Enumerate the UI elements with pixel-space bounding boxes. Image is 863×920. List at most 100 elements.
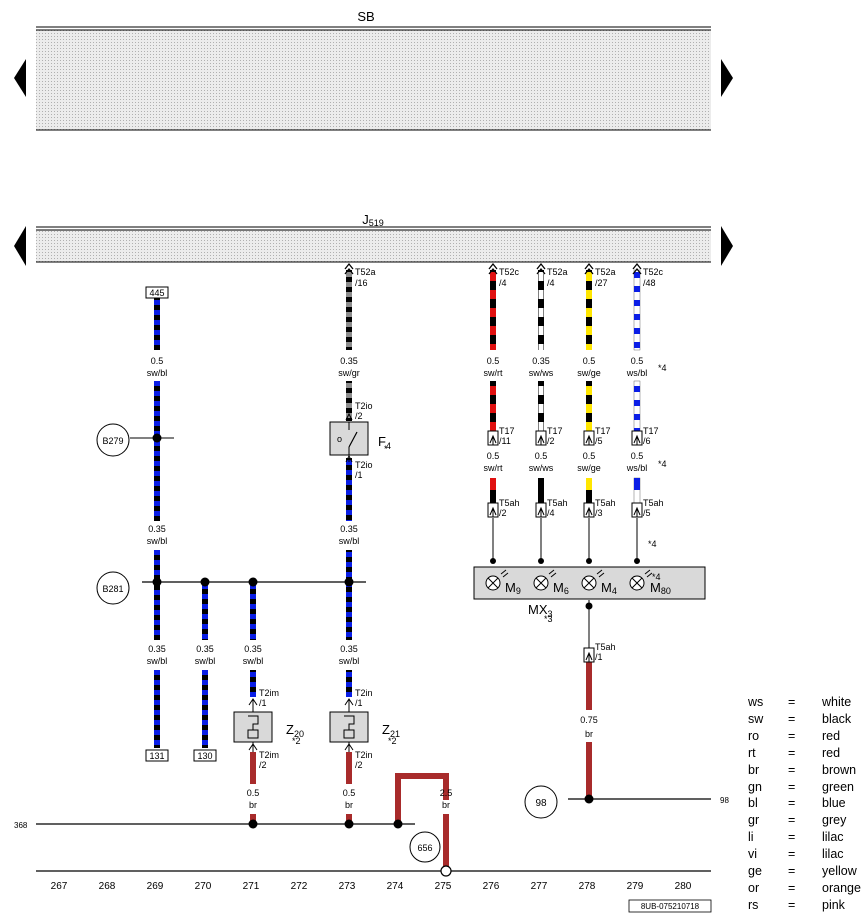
tick-label: 271 xyxy=(243,881,260,892)
legend-color-name: lilac xyxy=(822,830,844,845)
svg-text:*3: *3 xyxy=(544,614,553,624)
heater-z21 xyxy=(329,698,369,752)
sb-left-arrow xyxy=(14,59,26,97)
legend-color-name: green xyxy=(822,779,854,794)
svg-text:98: 98 xyxy=(535,798,547,809)
svg-text:*2: *2 xyxy=(292,736,301,746)
pin-t2in1: T2in/1 xyxy=(355,688,373,708)
label-mx3: MX3 xyxy=(528,602,553,619)
legend-abbr: rt xyxy=(748,745,756,760)
tick-label: 270 xyxy=(195,881,212,892)
ground-point-275 xyxy=(440,865,452,877)
wire-269-mid xyxy=(154,381,160,521)
legend-equals: = xyxy=(788,695,796,709)
legend-color-name: brown xyxy=(822,762,857,777)
legend-equals: = xyxy=(788,728,796,743)
legend-row: ge=yellow xyxy=(748,863,861,880)
legend-abbr: ge xyxy=(748,864,762,879)
legend-row: or=orange xyxy=(748,880,861,897)
pin-t5ah5: T5ah/5 xyxy=(643,498,664,518)
ground-656: 656 xyxy=(409,831,441,863)
legend-abbr: gr xyxy=(748,813,760,828)
label-f4: F4 xyxy=(378,434,391,451)
wire-271 xyxy=(250,582,256,824)
svg-text:*4: *4 xyxy=(658,459,667,469)
tick-label: 275 xyxy=(435,881,452,892)
lamp-m6-icon xyxy=(533,569,557,591)
pin-t2im1: T2im/1 xyxy=(259,688,279,708)
legend-abbr: ws xyxy=(748,695,764,709)
svg-text:B281: B281 xyxy=(102,584,123,594)
pin-labels: T52a/16 T52c/4 T52a/4 T52a/27 T52c/48 T2… xyxy=(259,267,664,770)
label-z21: Z21 xyxy=(382,722,400,739)
legend-abbr: gn xyxy=(748,779,762,794)
j519-pin-arrows xyxy=(344,262,642,275)
legend-equals: = xyxy=(788,847,796,862)
lamp-m4-icon xyxy=(581,569,605,591)
sb-right-arrow xyxy=(721,59,733,97)
legend-equals: = xyxy=(788,813,796,828)
tick-label: 279 xyxy=(627,881,644,892)
legend-abbr: bl xyxy=(748,796,758,811)
pin-t17-2: T17/2 xyxy=(547,426,563,446)
tick-label: 272 xyxy=(291,881,308,892)
wire-277 xyxy=(538,270,544,503)
legend-equals: = xyxy=(788,830,796,845)
legend-abbr: sw xyxy=(748,711,764,726)
legend-equals: = xyxy=(788,779,796,794)
svg-text:*4: *4 xyxy=(658,363,667,373)
pin-t2in2: T2in/2 xyxy=(355,750,373,770)
label-z20: Z20 xyxy=(286,722,304,739)
pin-t17-6: T17/6 xyxy=(643,426,659,446)
legend-row: gn = green xyxy=(748,779,861,796)
svg-text:131: 131 xyxy=(149,751,164,761)
legend-equals: = xyxy=(788,897,796,912)
tick-label: 267 xyxy=(51,881,68,892)
legend-row: li=lilac xyxy=(748,829,861,846)
tick-label: 269 xyxy=(147,881,164,892)
lamp-m80-icon xyxy=(629,569,653,591)
svg-text:o: o xyxy=(337,434,342,444)
legend-abbr: ro xyxy=(748,728,760,743)
wire-273 xyxy=(346,270,352,824)
splice-b281: B281 xyxy=(96,571,130,605)
legend-color-name: black xyxy=(822,711,852,726)
legend-row: bl=blue xyxy=(748,795,861,812)
legend-abbr: vi xyxy=(748,847,758,862)
j519-control-unit: J519 xyxy=(14,212,733,266)
junctions xyxy=(152,433,640,829)
legend-row: sw=black xyxy=(748,711,861,728)
legend-color-name: white xyxy=(822,695,852,709)
pin-t2io1: T2io/1 xyxy=(355,460,373,480)
label-m6: M6 xyxy=(553,580,569,596)
tick-label: 280 xyxy=(675,881,692,892)
j519-right-arrow xyxy=(721,226,733,266)
pin-t17-11: T17/11 xyxy=(499,426,515,446)
pin-t52a27: T52a/27 xyxy=(595,267,616,288)
legend-color-name: red xyxy=(822,745,841,760)
svg-text:*4: *4 xyxy=(652,572,661,582)
legend-color-name: red xyxy=(822,728,841,743)
pin-t2io2: T2io/2 xyxy=(355,401,373,421)
tick-label: 268 xyxy=(99,881,116,892)
svg-text:130: 130 xyxy=(197,751,212,761)
connector-box-445: 445 xyxy=(145,286,169,299)
footnotes: *4 *4 *4 *4 *2 *2 *3 * xyxy=(292,363,667,746)
pin-t52c48: T52c/48 xyxy=(643,267,664,288)
legend-equals: = xyxy=(788,796,796,811)
